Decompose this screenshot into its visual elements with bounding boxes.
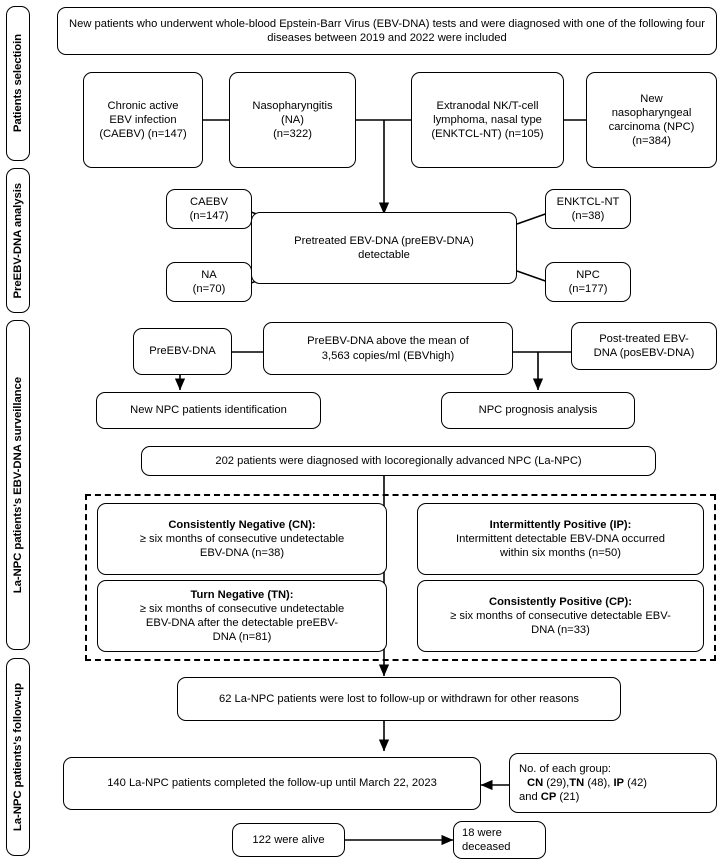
group-box-consistently-negative: Consistently Negative (CN): ≥ six months… [97,503,387,575]
group-box-turn-negative: Turn Negative (TN): ≥ six months of cons… [97,580,387,652]
npc-prognosis-text: NPC prognosis analysis [478,404,598,417]
count-caebv-line1: CAEBV [190,195,228,208]
group-cp-title: Consistently Positive (CP): [489,595,632,608]
disease-enktcl-line1: Extranodal NK/T-cell [436,99,539,112]
ebv-high-line1: PreEBV-DNA above the mean of [307,335,469,348]
inclusion-criteria-text: New patients who underwent whole-blood E… [69,17,705,44]
post-treated-ebv-dna-box: Post-treated EBV- DNA (posEBV-DNA) [571,322,717,370]
group-tn-line2: EBV-DNA after the detectable preEBV- [145,617,339,629]
disease-na-line1: Nasopharyngitis [252,99,333,112]
group-counts-ip-label: IP [613,776,625,789]
group-counts-tn-value: (48), [584,776,614,789]
sidebar-item-patients-selection[interactable]: Patients selectioin [6,6,30,161]
disease-npc-line4: (n=384) [632,135,671,148]
disease-na-line3: (n=322) [273,128,312,141]
deceased-box: 18 were deceased [453,821,546,859]
ebv-high-box: PreEBV-DNA above the mean of 3,563 copie… [263,322,513,375]
deceased-line1: 18 were [462,826,502,839]
disease-enktcl-line3: (ENKTCL-NT) (n=105) [431,128,544,141]
group-cn-line2: EBV-DNA (n=38) [199,547,285,560]
disease-caebv-line3: (CAEBV) (n=147) [99,128,187,141]
group-counts-ip-value: (42) [624,776,648,789]
new-npc-identification-text: New NPC patients identification [130,404,287,417]
post-treated-line2: DNA (posEBV-DNA) [593,347,695,359]
group-counts-tn-label: TN [569,776,585,789]
count-npc-line1: NPC [576,268,600,281]
group-counts-and: and [519,791,541,804]
group-counts-header: No. of each group: [519,762,612,775]
ebv-high-line2: 3,563 copies/ml (EBVhigh) [321,349,455,362]
group-counts-line2: CN (29),TN (48), IP (42) [519,776,647,790]
new-npc-identification-box: New NPC patients identification [96,392,321,429]
disease-box-enktcl: Extranodal NK/T-cell lymphoma, nasal typ… [411,72,564,168]
group-cn-title: Consistently Negative (CN): [168,518,316,531]
count-enktcl-line1: ENKTCL-NT [556,195,620,208]
disease-caebv-line2: EBV infection [109,113,177,126]
group-counts-cn-label: CN [527,776,544,789]
npc-prognosis-box: NPC prognosis analysis [441,392,635,429]
group-ip-line2: within six months (n=50) [500,547,621,560]
group-counts-cp-label: CP [540,791,557,804]
group-counts-cp-value: (21) [556,791,580,804]
group-counts-line3: and CP (21) [519,790,579,804]
deceased-line2: deceased [462,841,511,853]
pretreated-line2: detectable [358,249,410,261]
sidebar-item-pre-ebv-dna-analysis[interactable]: PreEBV-DNA analysis [6,168,30,313]
group-cp-line2: DNA (n=33) [531,624,590,637]
count-na-line2: (n=70) [192,283,226,295]
disease-npc-line3: carcinoma (NPC) [608,121,695,133]
group-cp-line1: ≥ six months of consecutive detectable E… [450,609,671,622]
group-tn-line1: ≥ six months of consecutive undetectable [139,602,345,615]
group-counts-box: No. of each group: CN (29),TN (48), IP (… [509,753,717,813]
sidebar-item-patients-follow-up[interactable]: La-NPC patients's follow-up [6,658,30,856]
count-enktcl-line2: (n=38) [571,210,605,222]
disease-na-line2: (NA) [281,113,304,126]
completed-followup-text: 140 La-NPC patients completed the follow… [107,777,437,790]
group-tn-title: Turn Negative (TN): [190,588,294,601]
count-box-enktcl: ENKTCL-NT (n=38) [545,189,631,229]
sidebar-item-label: La-NPC patients's EBV-DNA surveillance [12,376,24,594]
sidebar-item-label: Patients selectioin [12,34,24,133]
inclusion-criteria-box: New patients who underwent whole-blood E… [57,7,717,55]
ebv-dna-group-region [85,494,716,661]
group-cn-line1: ≥ six months of consecutive undetectable [139,532,345,545]
count-box-na: NA (n=70) [166,262,252,302]
la-npc-diagnosed-text: 202 patients were diagnosed with locoreg… [215,454,582,467]
post-treated-line1: Post-treated EBV- [599,332,689,345]
group-box-intermittently-positive: Intermittently Positive (IP): Intermitte… [417,503,704,575]
group-box-consistently-positive: Consistently Positive (CP): ≥ six months… [417,580,704,652]
disease-npc-line2: nasopharyngeal [611,106,692,119]
disease-npc-line1: New [640,92,663,105]
sidebar-item-ebv-dna-surveillance[interactable]: La-NPC patients's EBV-DNA surveillance [6,320,30,650]
group-counts-cn-value: (29), [543,776,570,789]
pre-ebv-dna-label: PreEBV-DNA [149,345,216,358]
pretreated-ebv-dna-box: Pretreated EBV-DNA (preEBV-DNA) detectab… [251,212,517,284]
completed-followup-box: 140 La-NPC patients completed the follow… [63,757,481,810]
count-na-line1: NA [201,268,217,281]
la-npc-diagnosed-box: 202 patients were diagnosed with locoreg… [141,446,656,476]
pretreated-line1: Pretreated EBV-DNA (preEBV-DNA) [294,234,474,247]
sidebar-item-label: PreEBV-DNA analysis [12,182,24,299]
count-box-caebv: CAEBV (n=147) [166,189,252,229]
sidebar-item-label: La-NPC patients's follow-up [12,682,24,832]
count-caebv-line2: (n=147) [189,210,229,222]
disease-caebv-line1: Chronic active [107,99,179,112]
lost-to-followup-box: 62 La-NPC patients were lost to follow-u… [177,677,621,721]
lost-to-followup-text: 62 La-NPC patients were lost to follow-u… [218,692,580,705]
group-ip-line1: Intermittent detectable EBV-DNA occurred [456,532,665,545]
disease-box-caebv: Chronic active EBV infection (CAEBV) (n=… [83,72,203,168]
pre-ebv-dna-box: PreEBV-DNA [133,328,232,375]
disease-box-npc: New nasopharyngeal carcinoma (NPC) (n=38… [586,72,717,168]
disease-box-na: Nasopharyngitis (NA) (n=322) [229,72,356,168]
alive-box: 122 were alive [232,823,345,857]
group-ip-title: Intermittently Positive (IP): [489,518,632,531]
alive-text: 122 were alive [252,833,325,846]
count-npc-line2: (n=177) [568,283,608,295]
count-box-npc: NPC (n=177) [545,262,631,302]
disease-enktcl-line2: lymphoma, nasal type [433,113,542,126]
group-tn-line3: DNA (n=81) [212,631,272,644]
